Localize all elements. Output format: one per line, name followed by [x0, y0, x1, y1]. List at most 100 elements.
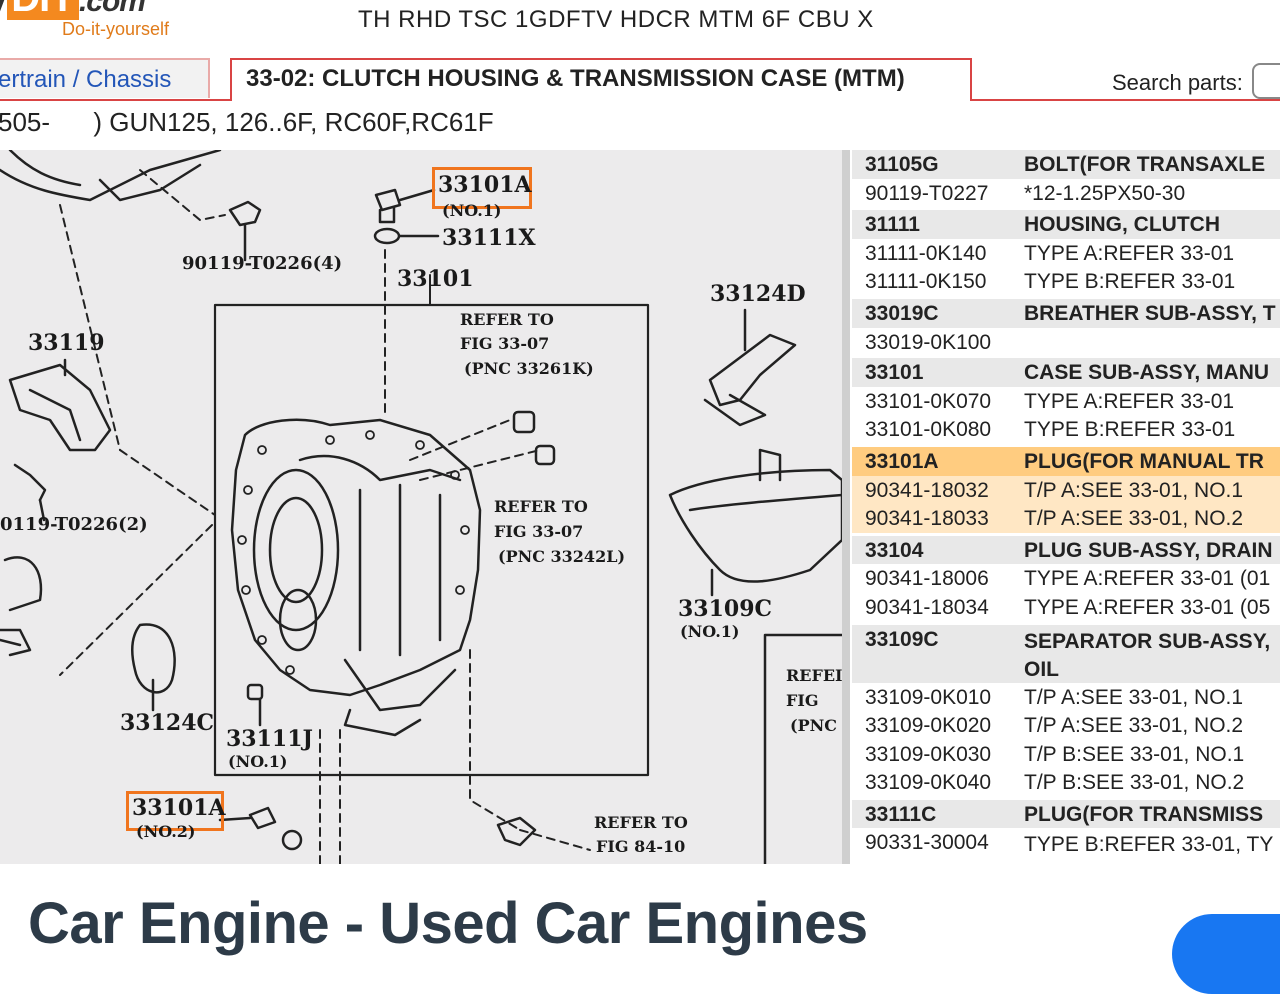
callout-highlight-bottom [126, 791, 224, 831]
part-description: TYPE B:REFER 33-01 [1024, 270, 1236, 294]
part-row[interactable]: 90119-T0227*12-1.25PX50-30 [852, 179, 1280, 208]
callout-90119-t0226-4[interactable]: 90119-T0226(4) [182, 253, 343, 274]
model-applicability: 505- ) GUN125, 126..6F, RC60F,RC61F [0, 107, 494, 137]
refer-note-4-line3: (PNC [790, 716, 837, 735]
part-row[interactable]: 90341-18034 TYPE A:REFER 33-01 (05 [852, 593, 1280, 622]
part-row-selected[interactable]: 90341-18032 T/P A:SEE 33-01, NO.1 [852, 475, 1280, 505]
part-description: TYPE A:REFER 33-01 (05 [1024, 595, 1271, 619]
refer-note-4-line2[interactable]: FIG [786, 691, 819, 710]
refer-note-1-line2[interactable]: FIG 33-07 [460, 334, 550, 353]
search-label: Search parts: [1112, 70, 1243, 95]
panel-scrollbar[interactable] [842, 150, 850, 864]
part-row[interactable]: 33019-0K100 [852, 328, 1280, 357]
part-number[interactable]: 33019-0K100 [865, 330, 992, 354]
callout-90119-t0226-2[interactable]: 0119-T0226(2) [0, 514, 148, 535]
part-row[interactable]: 90331-30004 TYPE B:REFER 33-01, TY 33-01 [852, 828, 1280, 864]
callout-33101a-bottom[interactable]: 33101A [132, 795, 226, 821]
parts-list-panel[interactable]: 31105G BOLT(FOR TRANSAXLE 90119-T0227*12-… [852, 150, 1280, 864]
part-name: PLUG(FOR TRANSMISS [1024, 802, 1264, 826]
part-group: 31105G BOLT(FOR TRANSAXLE 90119-T0227*12-… [852, 150, 1280, 207]
part-description: TYPE B:REFER 33-01, TY 33-01 [1024, 833, 1273, 864]
part-number[interactable]: 90341-18006 [865, 567, 989, 591]
part-group-header[interactable]: 33104 PLUG SUB-ASSY, DRAIN [852, 535, 1280, 565]
part-description: TYPE A:REFER 33-01 [1024, 241, 1235, 265]
part-number[interactable]: 33101-0K070 [865, 389, 992, 413]
callout-33119[interactable]: 33119 [28, 330, 105, 356]
part-row[interactable]: 31111-0K150 TYPE B:REFER 33-01 [852, 267, 1280, 296]
vehicle-title: TH RHD TSC 1GDFTV HDCR MTM 6F CBU X [358, 6, 874, 33]
tab-powertrain-chassis[interactable]: ertrain / Chassis [0, 58, 210, 98]
part-number[interactable]: 31111-0K140 [865, 241, 987, 265]
part-number[interactable]: 33109-0K010 [865, 685, 992, 709]
ad-title[interactable]: Car Engine - Used Car Engines [28, 891, 868, 956]
part-description: T/P A:SEE 33-01, NO.1 [1024, 478, 1244, 502]
logo-tagline: Do-it-yourself [62, 19, 170, 39]
callout-33124d[interactable]: 33124D [710, 281, 806, 307]
pnc-code: 31105G [865, 153, 939, 176]
site-logo[interactable]: yDIY.com [0, 0, 146, 21]
ad-cta-button[interactable] [1172, 914, 1280, 994]
parts-diagram[interactable]: 33101A (NO.1) 33111X 90119-T0226(4) 3310… [0, 150, 842, 864]
part-row[interactable]: 33109-0K040 T/P B:SEE 33-01, NO.2 [852, 768, 1280, 797]
part-number[interactable]: 90119-T0227 [865, 181, 989, 205]
part-group-header[interactable]: 31105G BOLT(FOR TRANSAXLE [852, 150, 1280, 179]
part-number[interactable]: 90341-18034 [865, 595, 989, 619]
pnc-code: 33104 [865, 538, 924, 562]
part-number[interactable]: 33109-0K040 [865, 771, 992, 795]
part-group-header[interactable]: 33109C SEPARATOR SUB-ASSY, OIL [852, 624, 1280, 683]
refer-note-2-line2[interactable]: FIG 33-07 [494, 522, 584, 541]
refer-note-4-line1: REFEI [786, 666, 842, 685]
part-number[interactable]: 90341-18032 [865, 478, 989, 502]
part-row[interactable]: 31111-0K140 TYPE A:REFER 33-01 [852, 239, 1280, 268]
callout-33111x[interactable]: 33111X [442, 225, 536, 251]
part-row-selected[interactable]: 90341-18033 T/P A:SEE 33-01, NO.2 [852, 504, 1280, 533]
part-name: CASE SUB-ASSY, MANU [1024, 361, 1270, 385]
ad-banner[interactable] [0, 868, 1280, 960]
callout-33101a-top[interactable]: 33101A [438, 172, 532, 198]
callout-no1-top: (NO.1) [442, 201, 502, 220]
part-description: TYPE A:REFER 33-01 [1024, 389, 1235, 413]
callout-33101[interactable]: 33101 [397, 266, 474, 292]
logo-highlight: DIY [7, 0, 79, 20]
part-description: T/P A:SEE 33-01, NO.2 [1024, 507, 1244, 531]
logo-prefix: y [0, 0, 8, 20]
part-number[interactable]: 33101-0K080 [865, 418, 992, 442]
part-name: BREATHER SUB-ASSY, T [1024, 301, 1276, 325]
callout-no1-33109c: (NO.1) [680, 622, 740, 641]
part-number[interactable]: 90331-30004 [865, 831, 989, 855]
tab-active-group[interactable]: 33-02: CLUTCH HOUSING & TRANSMISSION CAS… [230, 58, 972, 100]
pnc-code: 33109C [865, 627, 939, 651]
callout-highlight-top [432, 167, 532, 209]
callout-33109c[interactable]: 33109C [678, 596, 773, 622]
part-group: 33111C PLUG(FOR TRANSMISS 90331-30004 TYPE… [852, 799, 1280, 864]
part-description: T/P B:SEE 33-01, NO.2 [1024, 771, 1245, 795]
callout-33111j[interactable]: 33111J [226, 726, 313, 752]
part-name: PLUG(FOR MANUAL TR [1024, 449, 1264, 473]
part-number[interactable]: 33109-0K020 [865, 714, 992, 738]
search-input[interactable] [1252, 63, 1280, 99]
refer-note-3-line2[interactable]: FIG 84-10 [596, 837, 686, 856]
part-name: PLUG SUB-ASSY, DRAIN [1024, 538, 1273, 562]
part-name: SEPARATOR SUB-ASSY, OIL [1024, 629, 1271, 681]
part-row[interactable]: 33101-0K070 TYPE A:REFER 33-01 [852, 387, 1280, 416]
callout-33124c[interactable]: 33124C [120, 710, 215, 736]
part-name: BOLT(FOR TRANSAXLE [1024, 153, 1266, 176]
part-number[interactable]: 33109-0K030 [865, 742, 992, 766]
pnc-code: 33111C [865, 802, 937, 826]
part-group-header[interactable]: 33111C PLUG(FOR TRANSMISS [852, 799, 1280, 829]
part-number[interactable]: 90341-18033 [865, 507, 989, 531]
part-number[interactable]: 31111-0K150 [865, 270, 987, 294]
callout-no1-33111j: (NO.1) [228, 752, 288, 771]
